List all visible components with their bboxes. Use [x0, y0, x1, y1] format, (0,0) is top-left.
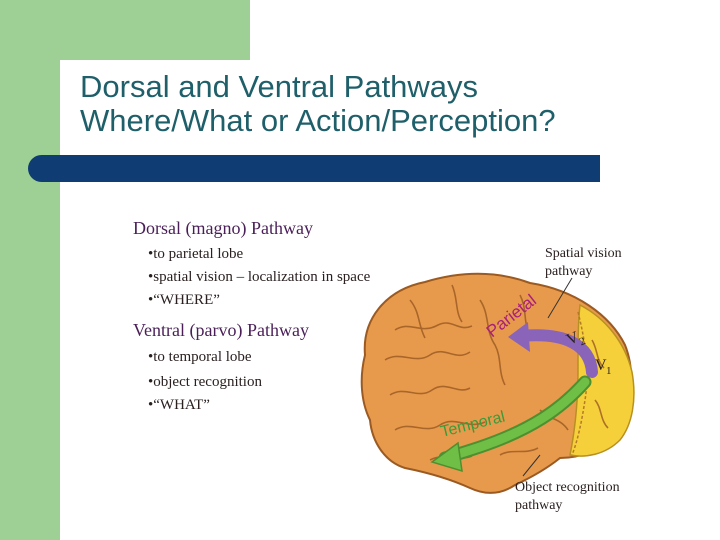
title-line-2: Where/What or Action/Perception? — [80, 103, 556, 138]
brain-pathways-figure: Dorsal (magno) Pathway •to parietal lobe… — [133, 218, 635, 513]
dorsal-heading: Dorsal (magno) Pathway — [133, 218, 313, 239]
dorsal-bullet-1: •to parietal lobe — [148, 246, 244, 262]
spatial-label-line-2: pathway — [545, 264, 592, 279]
object-leader-line — [522, 454, 541, 477]
v2-subscript: 2 — [578, 335, 588, 348]
spatial-leader-line — [547, 277, 573, 319]
left-accent-strip — [0, 0, 60, 540]
ventral-arrowhead — [430, 441, 463, 473]
dorsal-pathway-arrow — [516, 329, 598, 378]
ventral-heading: Ventral (parvo) Pathway — [133, 320, 309, 341]
pathway-text-block: Dorsal (magno) Pathway •to parietal lobe… — [133, 218, 371, 413]
brain-folds — [384, 284, 609, 461]
top-accent-block — [0, 0, 250, 60]
v1-letter: V — [595, 357, 607, 374]
object-label-line-2: pathway — [515, 498, 562, 513]
object-label-line-1: Object recognition — [515, 480, 620, 495]
occipital-lobe — [569, 303, 635, 457]
title-line-1: Dorsal and Ventral Pathways — [80, 69, 479, 104]
dorsal-bullet-2: •spatial vision – localization in space — [148, 269, 371, 285]
spatial-label-line-1: Spatial vision — [545, 246, 622, 261]
v1-subscript: 1 — [606, 365, 612, 377]
v1-label: V 1 — [595, 357, 612, 377]
dorsal-arrowhead — [508, 322, 530, 352]
slide-title: Dorsal and Ventral Pathways Where/What o… — [80, 70, 556, 138]
ventral-bullet-1: •to temporal lobe — [148, 349, 252, 365]
ventral-bullet-3: •“WHAT” — [148, 397, 210, 413]
title-underline-bar — [28, 155, 600, 182]
ventral-bullet-2: •object recognition — [148, 374, 262, 390]
brain-illustration — [360, 272, 635, 494]
dorsal-bullet-3: •“WHERE” — [148, 292, 220, 308]
